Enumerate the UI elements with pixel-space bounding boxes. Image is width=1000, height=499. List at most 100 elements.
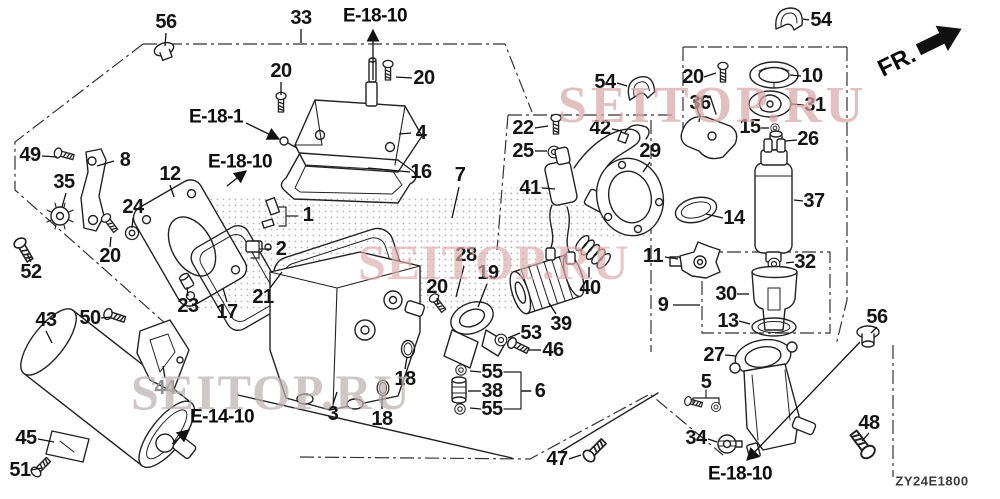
leader-line bbox=[162, 365, 166, 379]
bolt-47 bbox=[580, 435, 610, 465]
leader-line bbox=[186, 286, 189, 297]
leader-line bbox=[568, 454, 582, 460]
bolt-20-b bbox=[382, 59, 394, 81]
leader-line bbox=[642, 161, 651, 173]
leader-line bbox=[398, 132, 412, 135]
leader-line bbox=[861, 432, 870, 442]
bolt-52 bbox=[11, 235, 37, 265]
bolt-48 bbox=[846, 427, 879, 462]
pump-bracket-19-28 bbox=[443, 301, 507, 369]
float-parts-1 bbox=[261, 197, 281, 229]
plate-45 bbox=[45, 430, 90, 463]
knob-34 bbox=[717, 434, 743, 454]
leader-line bbox=[664, 256, 679, 260]
bolt-49 bbox=[52, 146, 76, 163]
leader-line bbox=[164, 32, 167, 47]
washer-24 bbox=[124, 225, 140, 241]
leader-line bbox=[541, 187, 556, 190]
leader-line bbox=[41, 155, 58, 158]
leader-line bbox=[269, 271, 283, 289]
fr-label: FR. bbox=[874, 41, 921, 82]
leader-line bbox=[870, 326, 878, 334]
bracket-36 bbox=[680, 95, 738, 160]
leader-line bbox=[30, 467, 43, 471]
leader-line bbox=[705, 213, 724, 219]
gasket-17 bbox=[190, 224, 286, 332]
leader-line bbox=[548, 302, 557, 315]
leader-line bbox=[222, 287, 228, 303]
leader-line bbox=[616, 82, 628, 87]
bolt-46 bbox=[505, 335, 531, 357]
fr-arrow-icon bbox=[915, 25, 962, 56]
leader-line bbox=[507, 332, 521, 339]
clamp-54-left bbox=[625, 74, 657, 102]
grommet-56-top bbox=[153, 41, 175, 61]
leader-line bbox=[226, 170, 248, 187]
leader-line bbox=[791, 103, 805, 106]
leader-line bbox=[802, 18, 810, 21]
leader-line bbox=[451, 186, 460, 219]
leader-line bbox=[367, 167, 411, 173]
plate-12 bbox=[132, 179, 248, 307]
plug-23 bbox=[178, 272, 195, 290]
flange-29 bbox=[595, 157, 665, 237]
leader-line bbox=[96, 160, 115, 167]
leader-lines bbox=[26, 18, 878, 471]
clip-42 bbox=[617, 124, 650, 144]
leader-line bbox=[738, 320, 751, 325]
leader-line bbox=[703, 72, 717, 78]
leader-line bbox=[789, 74, 802, 77]
bracket-44 bbox=[136, 319, 190, 393]
leader-line bbox=[171, 429, 191, 445]
leader-line bbox=[100, 316, 112, 319]
washer-55-a bbox=[455, 364, 467, 376]
leader-line bbox=[724, 354, 737, 357]
bolt-20-a bbox=[275, 91, 287, 113]
leader-line bbox=[245, 122, 281, 140]
washer-53 bbox=[494, 333, 508, 347]
leader-line bbox=[404, 356, 408, 370]
rotor-11 bbox=[669, 241, 721, 279]
valve-38 bbox=[451, 376, 467, 404]
bolt-20-d bbox=[717, 61, 729, 83]
leader-line bbox=[61, 192, 67, 208]
leader-line bbox=[169, 184, 175, 198]
leader-line bbox=[746, 341, 861, 461]
fuel-pump-37 bbox=[754, 138, 793, 263]
oring-13 bbox=[751, 317, 797, 337]
leader-line bbox=[109, 236, 112, 248]
strainer-39 bbox=[509, 253, 585, 315]
canister-43 bbox=[20, 308, 197, 469]
grommet-35 bbox=[46, 202, 74, 230]
leader-line bbox=[332, 391, 338, 405]
fr-direction-indicator: FR. bbox=[874, 25, 962, 83]
leader-line bbox=[469, 407, 482, 410]
leader-line bbox=[611, 128, 623, 132]
chamber-body-3 bbox=[269, 251, 426, 411]
leader-line bbox=[395, 76, 413, 79]
bolt-50 bbox=[101, 306, 128, 326]
washer-55-b bbox=[454, 403, 466, 415]
leader-line bbox=[784, 139, 798, 142]
leader-line bbox=[131, 217, 134, 229]
fuel-pipe-lines bbox=[237, 392, 659, 459]
leader-line bbox=[477, 283, 488, 308]
leader-line bbox=[455, 265, 465, 298]
seal-14 bbox=[674, 196, 718, 224]
leader-line bbox=[26, 253, 32, 263]
diagram-code: ZY24E1800 bbox=[895, 473, 969, 489]
holder-30 bbox=[751, 265, 798, 331]
leader-line bbox=[436, 297, 439, 306]
gasket-16 bbox=[280, 152, 417, 204]
leader-line bbox=[37, 438, 55, 443]
bolt-20-left bbox=[99, 211, 121, 235]
leader-line bbox=[698, 113, 701, 123]
leader-line bbox=[45, 330, 53, 344]
bolt-51 bbox=[28, 454, 54, 480]
lower-housing-27 bbox=[729, 338, 817, 460]
cover-4 bbox=[279, 57, 423, 173]
bracket-8 bbox=[80, 148, 107, 232]
rotor-31 bbox=[748, 90, 792, 118]
